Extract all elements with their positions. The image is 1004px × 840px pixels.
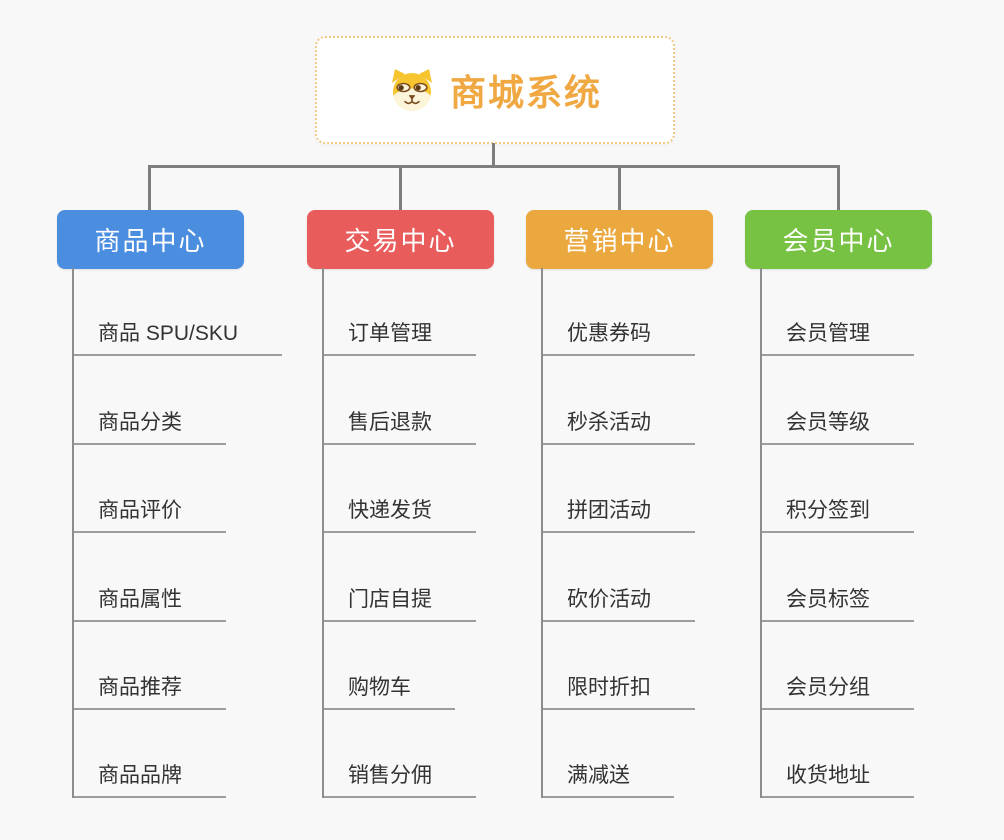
connector-drop-marketing [618,165,621,211]
child-node[interactable]: 优惠券码 [543,268,695,357]
child-node[interactable]: 快递发货 [324,445,476,534]
root-title: 商城系统 [449,72,602,113]
child-node[interactable]: 砍价活动 [543,533,695,622]
branch-children-marketing: 优惠券码 秒杀活动 拼团活动 砍价活动 限时折扣 满减送 [541,268,695,799]
root-node[interactable]: 商城系统 [315,36,675,144]
branch-box-product-center[interactable]: 商品中心 [57,210,244,269]
child-node[interactable]: 积分签到 [762,445,914,534]
child-node[interactable]: 商品推荐 [74,622,226,710]
branch-box-trade-center[interactable]: 交易中心 [307,210,494,269]
shiba-dog-icon [391,69,432,111]
child-node[interactable]: 售后退款 [324,356,476,445]
child-node[interactable]: 会员标签 [762,533,914,622]
child-node[interactable]: 秒杀活动 [543,356,695,445]
child-node[interactable]: 会员等级 [762,356,914,445]
child-node[interactable]: 满减送 [543,710,674,799]
child-node[interactable]: 商品品牌 [74,710,226,799]
child-node[interactable]: 订单管理 [324,268,476,357]
child-node[interactable]: 门店自提 [324,533,476,622]
branch-children-product: 商品 SPU/SKU 商品分类 商品评价 商品属性 商品推荐 商品品牌 [72,268,283,799]
branch-children-member: 会员管理 会员等级 积分签到 会员标签 会员分组 收货地址 [760,268,914,799]
connector-drop-trade [399,165,402,211]
connector-drop-member [837,165,840,211]
connector-root-stem [492,143,495,168]
child-node[interactable]: 商品评价 [74,445,226,534]
child-node[interactable]: 购物车 [324,622,455,710]
child-node[interactable]: 限时折扣 [543,622,695,710]
child-node[interactable]: 销售分佣 [324,710,476,799]
child-node[interactable]: 会员管理 [762,268,914,357]
connector-drop-product [148,165,151,211]
child-node[interactable]: 拼团活动 [543,445,695,534]
child-node[interactable]: 商品分类 [74,356,226,445]
branch-children-trade: 订单管理 售后退款 快递发货 门店自提 购物车 销售分佣 [322,268,476,799]
connector-horizontal [148,165,839,168]
child-node[interactable]: 会员分组 [762,622,914,710]
branch-box-member-center[interactable]: 会员中心 [745,210,932,269]
branch-box-marketing-center[interactable]: 营销中心 [526,210,713,269]
child-node[interactable]: 商品属性 [74,533,226,622]
child-node[interactable]: 收货地址 [762,710,914,799]
child-node[interactable]: 商品 SPU/SKU [74,268,283,357]
